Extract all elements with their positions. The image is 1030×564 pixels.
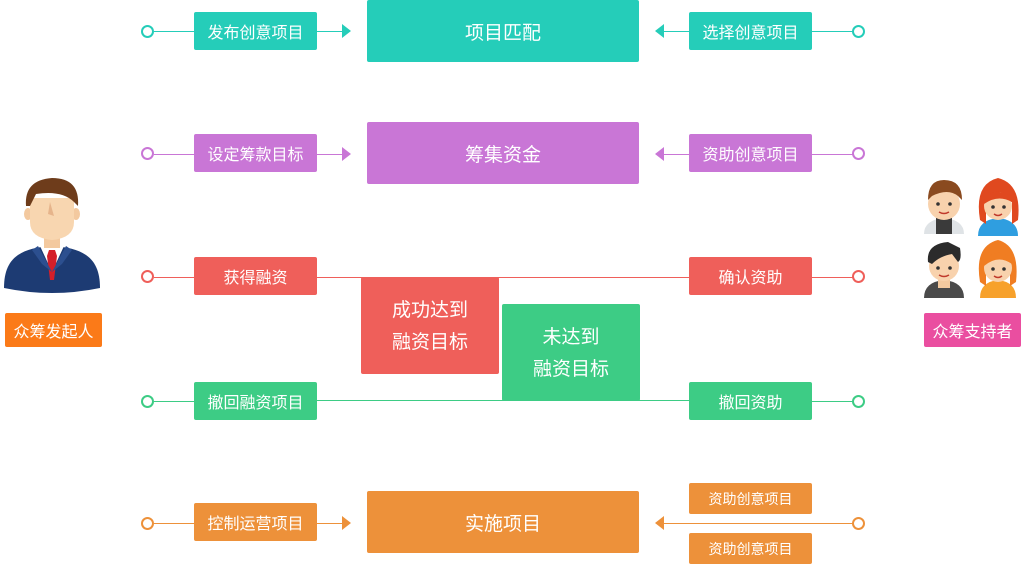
success-line1: 成功达到 [391,298,468,321]
row5-center-step[interactable]: 实施项目 [367,491,639,553]
row1-right-endpoint [852,25,865,38]
supporters-avatars-icon [924,178,1019,298]
row2-left-step[interactable]: 设定筹款目标 [194,134,317,172]
row4-right-connector [812,401,854,402]
success-outcome-box[interactable]: 成功达到 融资目标 [361,277,499,374]
row2-right-step[interactable]: 资助创意项目 [689,134,812,172]
row2-center-step[interactable]: 筹集资金 [367,122,639,184]
row1-left-arrow-line [317,31,343,32]
row5-right-endpoint [852,517,865,530]
row2-right-endpoint [852,147,865,160]
row1-left-step[interactable]: 发布创意项目 [194,12,317,50]
row5-left-endpoint [141,517,154,530]
fail-outcome-box[interactable]: 未达到 融资目标 [502,304,640,401]
row2-left-connector [154,154,194,155]
row4-left-endpoint [141,395,154,408]
businessman-avatar-icon [4,178,100,293]
row3-left-endpoint [141,270,154,283]
success-line2: 融资目标 [391,330,468,353]
row3-left-connector [154,277,194,278]
row2-left-endpoint [141,147,154,160]
row3-right-endpoint [852,270,865,283]
initiator-label: 众筹发起人 [5,313,102,347]
row3-through-line [317,277,689,278]
supporter-label: 众筹支持者 [924,313,1021,347]
row1-right-step[interactable]: 选择创意项目 [689,12,812,50]
row5-left-arrowhead [342,516,351,530]
row4-right-endpoint [852,395,865,408]
row5-right-arrowhead [655,516,664,530]
row4-left-connector [154,401,194,402]
fail-line2: 融资目标 [532,357,609,380]
row5-left-connector [154,523,194,524]
row5-right-bottom-step[interactable]: 资助创意项目 [689,533,812,564]
row1-center-step[interactable]: 项目匹配 [367,0,639,62]
row5-left-arrow-line [317,523,343,524]
row1-left-connector [154,31,194,32]
row5-left-step[interactable]: 控制运营项目 [194,503,317,541]
row2-right-arrow-line [663,154,689,155]
row4-right-step[interactable]: 撤回资助 [689,382,812,420]
row1-left-endpoint [141,25,154,38]
row3-left-step[interactable]: 获得融资 [194,257,317,295]
row2-left-arrow-line [317,154,343,155]
row1-left-arrowhead [342,24,351,38]
row1-right-connector [812,31,854,32]
row3-right-step[interactable]: 确认资助 [689,257,812,295]
row1-right-arrow-line [663,31,689,32]
fail-line1: 未达到 [542,325,600,348]
row5-right-line [663,523,854,524]
row5-right-top-step[interactable]: 资助创意项目 [689,483,812,514]
row4-left-step[interactable]: 撤回融资项目 [194,382,317,420]
row2-left-arrowhead [342,147,351,161]
row2-right-arrowhead [655,147,664,161]
row3-right-connector [812,277,854,278]
row1-right-arrowhead [655,24,664,38]
row2-right-connector [812,154,854,155]
